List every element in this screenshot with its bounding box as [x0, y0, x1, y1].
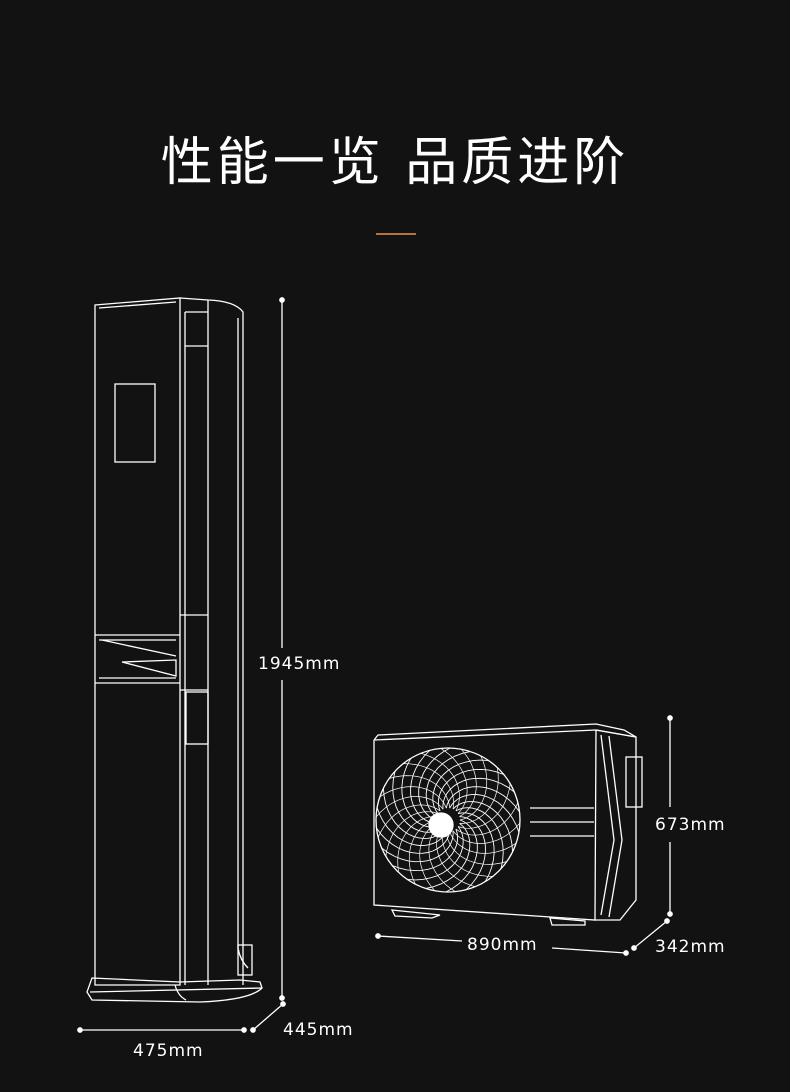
fan-counter-arm	[449, 831, 517, 854]
fan-spiral-arm	[455, 807, 504, 869]
fan-counter-arm	[452, 822, 521, 844]
outdoor-unit-drawing	[373, 723, 643, 926]
fan-spiral-arm	[437, 768, 504, 812]
page-title: 性能一览 品质进阶	[160, 133, 630, 193]
fan-spiral-arm	[442, 777, 515, 810]
fan-counter-arm	[375, 796, 444, 818]
fan-spiral-arm	[392, 828, 459, 872]
fan-counter-arm	[440, 748, 468, 814]
fan-counter-arm	[385, 811, 438, 857]
fan-spiral-arm	[401, 758, 438, 828]
fan-counter-arm	[455, 802, 519, 836]
fan-spiral-arm	[410, 750, 437, 824]
fan-spiral-arm	[445, 819, 478, 893]
fan-spiral-arm	[458, 812, 495, 882]
fan-outer-ring	[375, 747, 521, 893]
fan-counter-arm	[445, 831, 507, 865]
indoor-height-label: 1945mm	[258, 654, 341, 674]
indoor-dimension-lines	[77, 297, 286, 1033]
fan-counter-arm	[403, 763, 454, 810]
fan-spiral-arm	[425, 751, 471, 817]
fan-spiral-arm	[452, 801, 514, 852]
indoor-depth-label: 445mm	[283, 1020, 354, 1040]
outdoor-depth-label: 342mm	[655, 937, 726, 957]
fan-spiral-arm	[425, 823, 471, 889]
title-accent-divider	[376, 233, 416, 235]
fan-counter-arm	[459, 755, 488, 821]
fan-counter-arm	[459, 767, 499, 824]
indoor-width-label: 475mm	[133, 1041, 204, 1061]
outdoor-fan-grille	[375, 747, 521, 893]
fan-spiral-arm	[376, 827, 451, 854]
fan-counter-arm	[459, 748, 477, 817]
fan-spiral-arm	[407, 826, 464, 881]
fan-counter-arm	[442, 830, 493, 877]
fan-spiral-arm	[445, 786, 520, 813]
fan-spiral-arm	[382, 788, 444, 839]
fan-counter-arm	[389, 775, 451, 809]
outdoor-height-label: 673mm	[655, 815, 726, 835]
fan-counter-arm	[458, 783, 511, 829]
outdoor-width-label: 890mm	[467, 935, 538, 955]
fan-counter-arm	[397, 816, 437, 873]
fan-spiral-arm	[376, 807, 447, 846]
fan-counter-arm	[377, 804, 441, 838]
fan-counter-arm	[408, 819, 437, 885]
fan-counter-arm	[379, 786, 447, 809]
fan-counter-arm	[436, 828, 476, 888]
fan-spiral-arm	[418, 747, 451, 821]
fan-spiral-arm	[459, 816, 486, 890]
fan-spiral-arm	[381, 830, 454, 863]
fan-counter-arm	[419, 823, 437, 892]
fan-spiral-arm	[432, 759, 489, 814]
fan-spiral-arm	[392, 771, 441, 833]
outdoor-dimension-lines	[375, 715, 673, 956]
indoor-unit-drawing	[86, 297, 263, 1003]
fan-counter-arm	[420, 752, 460, 812]
fan-spiral-arm	[449, 794, 520, 833]
fan-counter-arm	[428, 826, 456, 892]
